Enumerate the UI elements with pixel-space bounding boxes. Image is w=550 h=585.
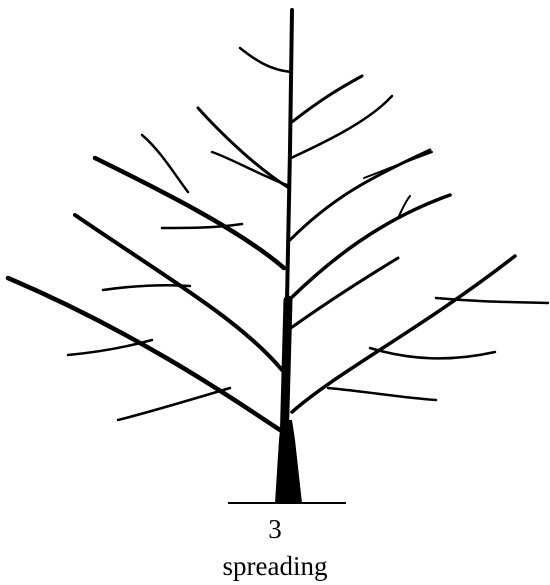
branch: [328, 388, 436, 400]
branch: [291, 96, 392, 158]
branch: [370, 348, 495, 358]
branch: [290, 150, 430, 240]
branch: [118, 388, 230, 420]
branch: [8, 278, 280, 430]
branch: [68, 340, 152, 355]
branch: [95, 158, 284, 268]
branch: [289, 195, 450, 300]
trunk-base: [275, 420, 302, 503]
figure-number: 3: [0, 516, 550, 543]
branch: [75, 215, 282, 370]
branch: [292, 256, 515, 412]
branch: [198, 108, 289, 188]
branch: [364, 152, 432, 178]
tree-branches: [8, 10, 548, 500]
branch: [288, 258, 398, 330]
branch: [103, 285, 190, 290]
branch: [240, 48, 291, 72]
spreading-tree-illustration: [0, 0, 550, 520]
tree-form-label: spreading: [0, 553, 550, 580]
branch: [292, 76, 362, 122]
